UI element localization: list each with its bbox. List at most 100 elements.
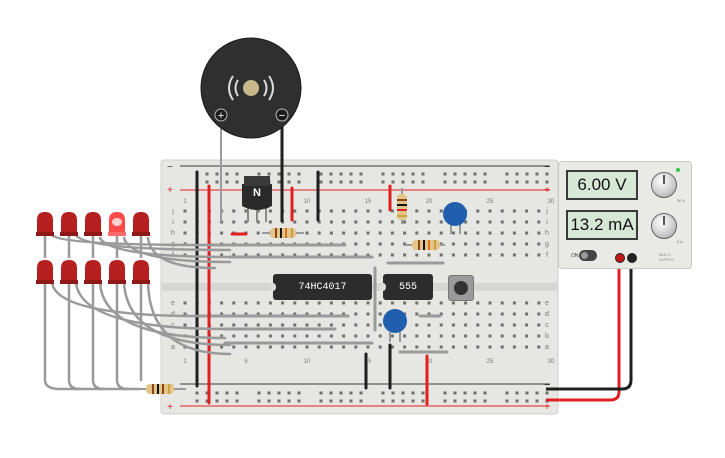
resistor[interactable] [405, 240, 445, 250]
breadboard-hole[interactable] [281, 301, 285, 305]
breadboard-hole[interactable] [205, 391, 209, 395]
breadboard-hole[interactable] [463, 391, 467, 395]
breadboard-hole[interactable] [505, 180, 509, 184]
breadboard-hole[interactable] [293, 253, 297, 257]
led[interactable] [60, 212, 78, 236]
breadboard-hole[interactable] [415, 220, 419, 224]
breadboard-hole[interactable] [366, 345, 370, 349]
breadboard-hole[interactable] [512, 334, 516, 338]
breadboard-hole[interactable] [483, 172, 487, 176]
breadboard-hole[interactable] [342, 312, 346, 316]
breadboard-hole[interactable] [453, 180, 457, 184]
breadboard-hole[interactable] [439, 345, 443, 349]
breadboard-hole[interactable] [451, 323, 455, 327]
breadboard-hole[interactable] [391, 399, 395, 403]
breadboard-hole[interactable] [500, 323, 504, 327]
breadboard-hole[interactable] [305, 301, 309, 305]
breadboard-hole[interactable] [329, 399, 333, 403]
breadboard-hole[interactable] [381, 391, 385, 395]
breadboard-hole[interactable] [535, 180, 539, 184]
breadboard-hole[interactable] [366, 323, 370, 327]
breadboard-hole[interactable] [439, 323, 443, 327]
breadboard-hole[interactable] [427, 220, 431, 224]
breadboard-hole[interactable] [390, 334, 394, 338]
breadboard-hole[interactable] [500, 209, 504, 213]
breadboard-hole[interactable] [378, 312, 382, 316]
breadboard-hole[interactable] [473, 391, 477, 395]
breadboard-hole[interactable] [464, 242, 468, 246]
breadboard-hole[interactable] [317, 301, 321, 305]
breadboard-hole[interactable] [256, 345, 260, 349]
breadboard-hole[interactable] [220, 345, 224, 349]
breadboard-hole[interactable] [225, 180, 229, 184]
breadboard-hole[interactable] [390, 231, 394, 235]
breadboard-hole[interactable] [366, 220, 370, 224]
breadboard-hole[interactable] [488, 323, 492, 327]
breadboard-hole[interactable] [500, 253, 504, 257]
breadboard-hole[interactable] [525, 253, 529, 257]
breadboard-hole[interactable] [473, 172, 477, 176]
led[interactable] [108, 212, 126, 236]
breadboard-hole[interactable] [305, 253, 309, 257]
breadboard-hole[interactable] [476, 312, 480, 316]
breadboard-hole[interactable] [390, 301, 394, 305]
breadboard-hole[interactable] [215, 180, 219, 184]
breadboard-hole[interactable] [537, 253, 541, 257]
breadboard-hole[interactable] [537, 323, 541, 327]
breadboard-hole[interactable] [277, 180, 281, 184]
breadboard-hole[interactable] [297, 172, 301, 176]
breadboard-hole[interactable] [537, 242, 541, 246]
breadboard-hole[interactable] [329, 172, 333, 176]
breadboard-hole[interactable] [305, 312, 309, 316]
breadboard-hole[interactable] [427, 345, 431, 349]
breadboard-hole[interactable] [421, 172, 425, 176]
breadboard-hole[interactable] [232, 323, 236, 327]
breadboard-hole[interactable] [439, 209, 443, 213]
breadboard-hole[interactable] [500, 231, 504, 235]
breadboard-hole[interactable] [535, 172, 539, 176]
breadboard-hole[interactable] [488, 231, 492, 235]
breadboard-hole[interactable] [378, 209, 382, 213]
breadboard-hole[interactable] [281, 253, 285, 257]
breadboard-hole[interactable] [277, 172, 281, 176]
breadboard-hole[interactable] [535, 391, 539, 395]
breadboard-hole[interactable] [256, 334, 260, 338]
breadboard-hole[interactable] [391, 172, 395, 176]
breadboard-hole[interactable] [411, 399, 415, 403]
breadboard-hole[interactable] [453, 391, 457, 395]
breadboard-hole[interactable] [232, 312, 236, 316]
breadboard-hole[interactable] [281, 323, 285, 327]
breadboard-hole[interactable] [342, 209, 346, 213]
ic-74hc4017[interactable]: 74HC4017 [270, 274, 372, 300]
breadboard-hole[interactable] [354, 312, 358, 316]
breadboard-hole[interactable] [183, 323, 187, 327]
breadboard-hole[interactable] [257, 391, 261, 395]
breadboard-hole[interactable] [342, 301, 346, 305]
breadboard-hole[interactable] [427, 231, 431, 235]
breadboard-hole[interactable] [232, 209, 236, 213]
breadboard-hole[interactable] [421, 391, 425, 395]
breadboard-hole[interactable] [354, 231, 358, 235]
breadboard-hole[interactable] [256, 220, 260, 224]
breadboard-hole[interactable] [525, 312, 529, 316]
breadboard-hole[interactable] [256, 301, 260, 305]
breadboard-hole[interactable] [183, 301, 187, 305]
breadboard-hole[interactable] [427, 323, 431, 327]
breadboard-hole[interactable] [366, 242, 370, 246]
breadboard-hole[interactable] [476, 345, 480, 349]
breadboard-hole[interactable] [244, 301, 248, 305]
breadboard-hole[interactable] [537, 312, 541, 316]
breadboard-hole[interactable] [515, 391, 519, 395]
breadboard-hole[interactable] [329, 220, 333, 224]
breadboard-hole[interactable] [464, 253, 468, 257]
breadboard-hole[interactable] [354, 209, 358, 213]
breadboard-hole[interactable] [427, 334, 431, 338]
breadboard-hole[interactable] [256, 312, 260, 316]
breadboard-hole[interactable] [329, 312, 333, 316]
capacitor[interactable] [383, 309, 407, 342]
breadboard-hole[interactable] [305, 345, 309, 349]
breadboard-hole[interactable] [427, 312, 431, 316]
breadboard-hole[interactable] [220, 301, 224, 305]
resistor[interactable] [397, 188, 407, 224]
breadboard-hole[interactable] [378, 301, 382, 305]
